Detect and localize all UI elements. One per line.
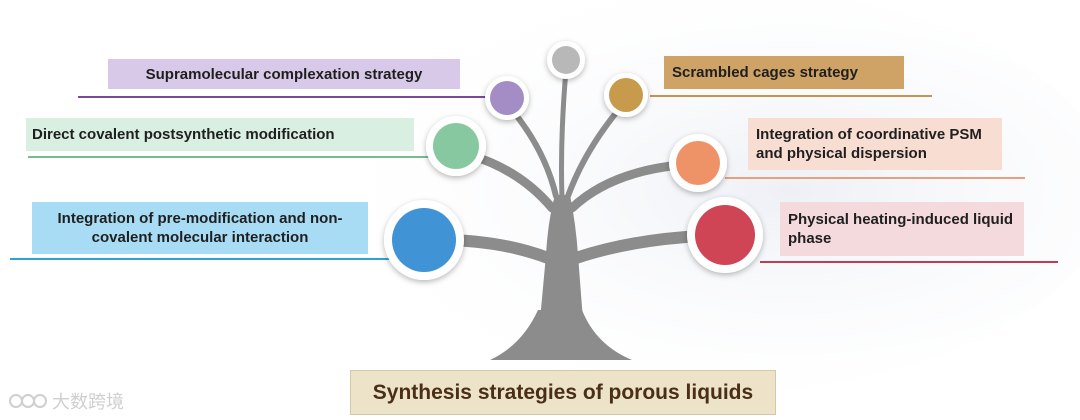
label-scrambled: Scrambled cages strategy — [664, 56, 904, 89]
branch-right-mid — [567, 160, 685, 213]
label-supramolecular-text: Supramolecular complexation strategy — [145, 65, 423, 83]
branch-left-upper — [509, 107, 559, 199]
node-premodification — [384, 200, 464, 280]
background-halo — [270, 0, 1080, 395]
node-supramolecular — [485, 76, 529, 120]
label-coordinative-text: Integration of coordinative PSM and phys… — [756, 126, 982, 162]
watermark: 大数跨境 — [8, 388, 124, 414]
node-coordinative — [669, 134, 727, 192]
node-scrambled-core — [609, 78, 643, 112]
label-premodification: Integration of pre-modification and non-… — [32, 202, 368, 254]
label-heating: Physical heating-induced liquid phase — [780, 202, 1024, 256]
node-top-core — [552, 46, 580, 74]
node-direct-covalent-core — [433, 123, 479, 169]
tree-base — [490, 310, 632, 360]
diagram-title: Synthesis strategies of porous liquids — [372, 380, 754, 404]
node-top — [547, 41, 585, 79]
node-scrambled — [604, 73, 648, 117]
label-scrambled-text: Scrambled cages strategy — [672, 64, 858, 81]
node-heating — [687, 197, 763, 273]
branch-right-upper — [565, 105, 623, 199]
label-heating-text: Physical heating-induced liquid phase — [788, 211, 1014, 247]
watermark-text: 大数跨境 — [52, 392, 124, 413]
branch-top — [559, 67, 569, 201]
node-direct-covalent — [426, 116, 486, 176]
node-coordinative-core — [676, 141, 720, 185]
node-heating-core — [695, 205, 755, 265]
branch-right-bottom — [570, 230, 706, 264]
label-coordinative: Integration of coordinative PSM and phys… — [748, 118, 1002, 170]
label-direct-covalent: Direct covalent postsynthetic modificati… — [26, 118, 414, 151]
label-supramolecular: Supramolecular complexation strategy — [108, 59, 460, 89]
label-premodification-text: Integration of pre-modification and non-… — [57, 210, 343, 246]
node-supramolecular-core — [490, 81, 524, 115]
diagram-title-box: Synthesis strategies of porous liquids — [350, 370, 776, 415]
node-premodification-core — [392, 208, 456, 272]
tree-trunk — [540, 195, 583, 320]
label-direct-covalent-text: Direct covalent postsynthetic modificati… — [32, 126, 335, 143]
watermark-logo-icon — [9, 394, 47, 408]
